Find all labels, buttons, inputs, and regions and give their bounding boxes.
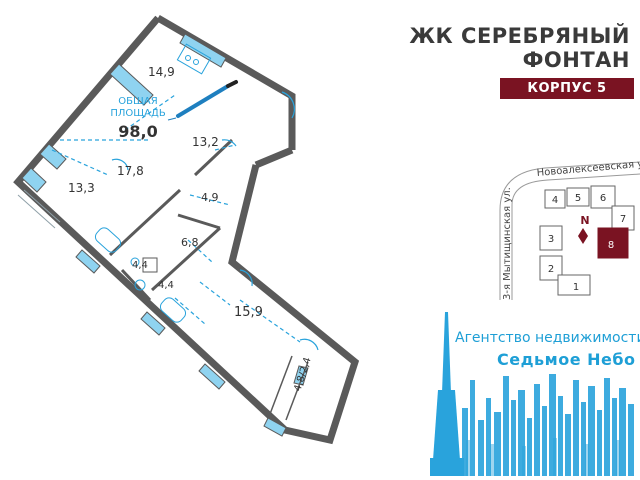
svg-text:6: 6 <box>600 193 606 204</box>
street-name: Новоалексеевская ул. <box>536 158 640 179</box>
street-name: 3-я Мытищинская ул. <box>502 187 513 300</box>
room-area-label: 14,9 <box>148 65 175 79</box>
total-area-label-1: ОБЩАЯ <box>118 96 157 107</box>
room-dividers <box>51 94 301 343</box>
building-1 <box>557 274 591 296</box>
compass-icon <box>578 228 588 244</box>
pen-sketch <box>167 80 238 121</box>
agency-name-line-2: Седьмое Небо <box>497 350 636 369</box>
total-area-label-2: ПЛОЩАДЬ <box>110 108 166 119</box>
corpus-badge: КОРПУС 5 <box>500 78 634 99</box>
city-skyline-icon <box>462 374 634 476</box>
room-area-label: 4,9 <box>201 191 219 204</box>
complex-title-line-2: ФОНТАН <box>522 48 630 72</box>
room-area-label: 13,3 <box>68 181 95 195</box>
room-area-label: 17,8 <box>117 164 144 178</box>
total-area-value: 98,0 <box>118 122 157 141</box>
svg-text:5: 5 <box>575 193 581 204</box>
svg-text:8: 8 <box>608 240 614 251</box>
building-2 <box>539 255 563 281</box>
north-label: N <box>580 214 589 227</box>
bathroom-fixtures <box>94 227 187 323</box>
svg-text:7: 7 <box>620 214 626 225</box>
doors <box>111 91 319 351</box>
building-4 <box>544 189 566 209</box>
balcony-area-label: 4,8/2,4 <box>292 356 313 393</box>
room-area-label: 4,4 <box>158 280 174 291</box>
site-map: Новоалексеевская ул. 3-я Мытищинская ул.… <box>499 158 640 300</box>
svg-text:2: 2 <box>548 264 554 275</box>
svg-text:4: 4 <box>552 195 558 206</box>
building-5 <box>566 187 590 207</box>
building-8-highlighted <box>597 227 629 259</box>
balcony <box>269 355 309 421</box>
building-3 <box>539 225 563 251</box>
room-area-label: 6,8 <box>181 236 199 249</box>
svg-text:1: 1 <box>573 282 579 293</box>
svg-text:3: 3 <box>548 234 554 245</box>
total-area: ОБЩАЯ ПЛОЩАДЬ 98,0 <box>110 96 166 141</box>
bench-sketch <box>17 189 61 229</box>
room-area-label: 13,2 <box>192 135 219 149</box>
complex-title-line-1: ЖК СЕРЕБРЯНЫЙ <box>409 24 630 48</box>
agency-logo <box>430 312 634 476</box>
windows <box>21 33 309 437</box>
interior-walls <box>108 138 234 302</box>
building-6 <box>590 185 616 209</box>
agency-name-line-1: Агентство недвижимости <box>455 330 640 346</box>
room-area-label: 4,4 <box>132 260 148 271</box>
kitchen-counter <box>176 43 212 75</box>
room-area-label: 15,9 <box>234 305 263 320</box>
